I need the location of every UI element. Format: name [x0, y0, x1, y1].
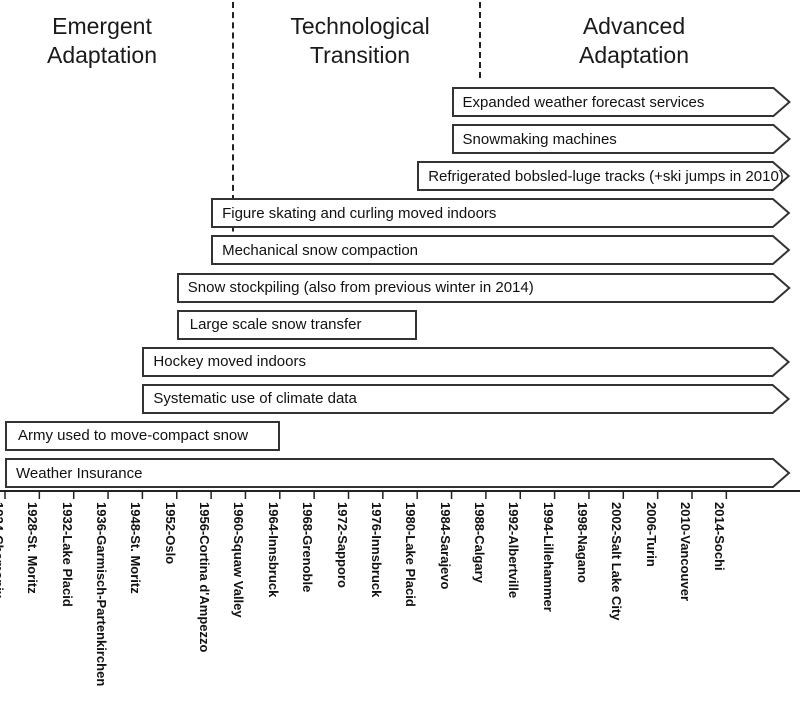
- measure-bar: Mechanical snow compaction: [211, 235, 791, 266]
- measure-bar: Refrigerated bobsled-luge tracks (+ski j…: [417, 161, 791, 192]
- phase-technological-transition: Technological Transition: [260, 12, 460, 70]
- arrow-outline: [142, 383, 791, 414]
- game-label: 1964-Innsbruck: [265, 502, 281, 598]
- measure-bar: Figure skating and curling moved indoors: [211, 198, 791, 229]
- measure-bar: Hockey moved indoors: [142, 346, 791, 377]
- game-label: 1956-Cortina d'Ampezzo: [197, 502, 213, 653]
- measure-bar: Snowmaking machines: [451, 124, 791, 155]
- game-label: 1998-Nagano: [574, 502, 590, 583]
- measure-bar: Snow stockpiling (also from previous win…: [176, 272, 791, 303]
- measure-label: Expanded weather forecast services: [462, 93, 705, 111]
- arrow-shape: [451, 124, 791, 155]
- measure-bar: Large scale snow transfer: [176, 309, 418, 340]
- phase-advanced-adaptation: Advanced Adaptation: [534, 12, 734, 70]
- arrow-shape: [176, 272, 791, 303]
- game-label: 2014-Sochi: [712, 502, 728, 571]
- phase-divider: [232, 2, 234, 262]
- measure-label: Systematic use of climate data: [153, 390, 357, 408]
- measure-bar: Expanded weather forecast services: [451, 87, 791, 117]
- arrow-outline: [176, 272, 791, 303]
- game-label: 1994-Lillehammer: [540, 502, 556, 612]
- arrow-outline: [451, 87, 791, 117]
- measure-label: Figure skating and curling moved indoors: [222, 204, 497, 222]
- arrow-shape: [417, 161, 791, 192]
- measure-bar: Army used to move-compact snow: [5, 420, 280, 451]
- game-label: 1976-Innsbruck: [368, 502, 384, 598]
- phase-title-line: Emergent: [52, 13, 152, 39]
- phase-title-line: Advanced: [582, 13, 686, 39]
- measure-bar: Systematic use of climate data: [142, 383, 791, 414]
- arrow-outline: [417, 161, 791, 192]
- arrow-outline: [142, 346, 791, 377]
- game-label: 1992-Albertville: [506, 502, 522, 599]
- arrow-shape: [211, 198, 791, 229]
- game-label: 1960-Squaw Valley: [231, 502, 247, 618]
- measure-bar: Weather Insurance: [5, 458, 791, 488]
- timeline-axis: [0, 490, 800, 499]
- measure-label: Refrigerated bobsled-luge tracks (+ski j…: [428, 167, 784, 185]
- game-label: 2006-Turin: [643, 502, 659, 567]
- game-label: 1952-Oslo: [162, 502, 178, 565]
- game-label: 1936-Garmisch-Partenkirchen: [94, 502, 110, 687]
- measure-label: Hockey moved indoors: [153, 353, 306, 371]
- arrow-shape: [142, 383, 791, 414]
- phase-divider: [479, 2, 481, 78]
- game-label: 2010-Vancouver: [678, 502, 693, 602]
- measure-label: Large scale snow transfer: [189, 316, 362, 334]
- measure-label: Mechanical snow compaction: [222, 241, 419, 259]
- measure-label: Snow stockpiling (also from previous win…: [187, 279, 534, 296]
- phase-title-line: Transition: [309, 42, 411, 68]
- arrow-shape: [451, 87, 791, 117]
- arrow-outline: [211, 235, 791, 266]
- phase-title-line: Adaptation: [579, 42, 689, 68]
- phase-title-line: Adaptation: [47, 42, 157, 68]
- arrow-shape: [5, 458, 791, 488]
- measure-label: Army used to move-compact snow: [18, 427, 249, 445]
- game-label: 1932-Lake Placid: [59, 502, 75, 607]
- game-label: 1980-Lake Placid: [403, 502, 419, 607]
- measure-label: Weather Insurance: [16, 464, 143, 482]
- game-label: 1948-St. Moritz: [128, 502, 144, 594]
- arrow-outline: [211, 198, 791, 229]
- game-label: 1988-Calgary: [471, 502, 487, 583]
- game-label: 1928-St. Moritz: [25, 502, 41, 594]
- game-label: 1924-Chamonix: [0, 502, 6, 599]
- measure-label: Snowmaking machines: [462, 130, 617, 148]
- arrow-outline: [451, 124, 791, 155]
- arrow-shape: [142, 346, 791, 377]
- game-label: 1984-Sarajevo: [437, 502, 453, 590]
- game-label: 1968-Grenoble: [300, 502, 316, 593]
- phase-emergent-adaptation: Emergent Adaptation: [2, 12, 202, 70]
- phase-title-line: Technological: [290, 13, 430, 39]
- game-label: 1972-Sapporo: [334, 502, 350, 588]
- arrow-shape: [211, 235, 791, 266]
- game-label: 2002-Salt Lake City: [609, 502, 625, 621]
- arrow-outline: [5, 458, 791, 488]
